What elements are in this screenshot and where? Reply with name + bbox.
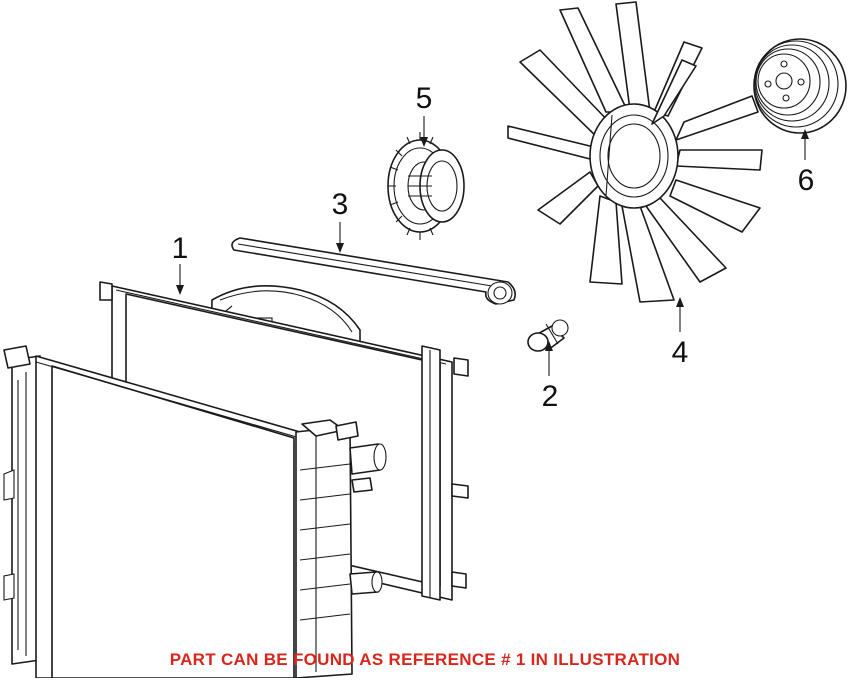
pulley	[753, 38, 847, 134]
callout-5: 5	[416, 82, 433, 115]
callout-leaders	[176, 116, 809, 376]
callout-1: 1	[172, 232, 189, 265]
reference-note: PART CAN BE FOUND AS REFERENCE # 1 IN IL…	[169, 650, 681, 669]
clip-rivet	[527, 319, 569, 352]
callout-3: 3	[332, 188, 349, 221]
callout-4: 4	[672, 336, 689, 369]
air-seal-strip	[231, 237, 516, 305]
callout-6: 6	[798, 164, 815, 197]
fan-clutch	[387, 132, 465, 240]
fan-blade-assembly	[507, 1, 763, 303]
callout-2: 2	[542, 380, 559, 413]
radiator	[3, 345, 387, 679]
